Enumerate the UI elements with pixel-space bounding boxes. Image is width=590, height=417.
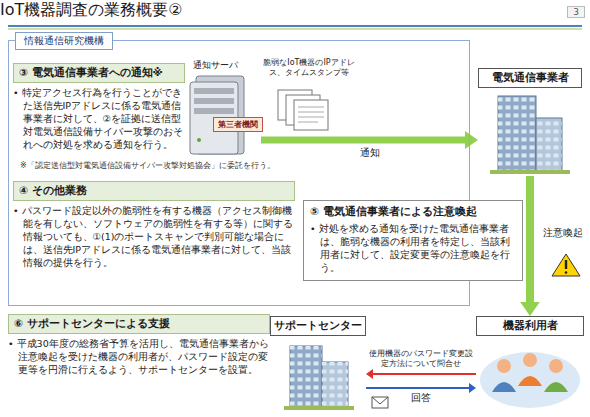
- document-caption: 脆弱なIoT機器のIPアドレス、タイムスタンプ等: [262, 58, 356, 78]
- carrier-building: [536, 118, 562, 172]
- carrier-building: [490, 96, 570, 174]
- connector: [366, 369, 476, 379]
- carrier-building: [536, 118, 562, 172]
- warning-icon: [565, 260, 567, 269]
- warning-icon: [552, 254, 580, 276]
- support-building: [284, 406, 354, 410]
- section-heading: ④ その他業務: [13, 181, 295, 201]
- arrow-head: [469, 383, 476, 393]
- footnote: ※「認定送信型対電気通信設備サイバー攻撃対処協会」に委託を行う。: [20, 160, 460, 171]
- server-icon: [194, 98, 234, 104]
- connector-line: [261, 137, 468, 144]
- connector: [520, 176, 540, 316]
- document-icon: [298, 122, 318, 123]
- envelope-icon: [372, 397, 388, 404]
- support-building: [322, 362, 348, 408]
- task-section: ③ 電気通信事業者への通知※ • 特定アクセス行為を行うことができた送信先IPアド…: [13, 63, 185, 152]
- users-icon: [480, 352, 580, 408]
- section-body: • パスワード設定以外の脆弱性を有する機器（アクセス制御機能を有しない、ソフトウ…: [13, 205, 295, 270]
- envelope-icon: [372, 397, 388, 408]
- users-icon: [480, 352, 580, 408]
- connector-line: [366, 387, 470, 389]
- title-rule: [8, 29, 582, 30]
- server-icon: [190, 76, 244, 154]
- panel-tab: 情報通信研究機構: [15, 32, 113, 50]
- page-number: 3: [567, 6, 585, 18]
- section-body: • 平成30年度の総務省予算を活用し、電気通信事業者から注意喚起を受けた機器の利…: [8, 338, 270, 377]
- users-icon: [549, 359, 563, 373]
- warning-icon: [565, 271, 568, 274]
- entity-label: サポートセンター: [270, 316, 366, 336]
- edge-label: 使用機器のパスワード変更設定方法について問合せ: [366, 349, 476, 369]
- arrow-head: [366, 369, 373, 379]
- section-body: • 対処を求める通知を受けた電気通信事業者は、脆弱な機器の利用者を特定し、当該利…: [310, 223, 516, 275]
- section-heading: ③ 電気通信事業者への通知※: [13, 63, 185, 83]
- carrier-building: [490, 170, 570, 174]
- support-building: [322, 362, 348, 408]
- warning-icon: [552, 254, 580, 276]
- document-icon: [294, 100, 328, 130]
- users-icon: [518, 376, 542, 386]
- task-section: ④ その他業務 • パスワード設定以外の脆弱性を有する機器（アクセス制御機能を有し…: [13, 181, 295, 270]
- tag-label: 第三者機関: [216, 119, 260, 130]
- server-icon: [194, 108, 234, 114]
- users-icon: [544, 382, 568, 392]
- carrier-node: 電気通信事業者: [478, 68, 582, 176]
- edge-label: 回答: [410, 392, 432, 405]
- title-rule: [8, 25, 582, 27]
- section-heading: ⑥ サポートセンターによる支援: [8, 314, 270, 334]
- section-body: • 特定アクセス行為を行うことができた送信先IPアドレスに係る電気通信事業者に対…: [13, 87, 185, 152]
- carrier-building: [498, 96, 536, 172]
- title-rule: [8, 26, 582, 29]
- user-node: 機器利用者: [476, 316, 584, 412]
- entity-label: 機器利用者: [476, 316, 584, 336]
- support-building: [290, 346, 322, 408]
- document-icon: [298, 107, 324, 108]
- connector-line: [372, 373, 476, 375]
- section-heading: ⑤ 電気通信事業者による注意喚起: [310, 205, 516, 219]
- carrier-building: [498, 96, 536, 172]
- server-label: 通知サーバ: [189, 59, 261, 72]
- connector-line: [526, 176, 534, 305]
- server-icon: [197, 138, 201, 142]
- document-icon: [298, 117, 324, 118]
- edge-label: 注意喚起: [542, 227, 584, 240]
- support-building: [290, 346, 322, 408]
- users-icon: [523, 353, 537, 367]
- task-section: ⑥ サポートセンターによる支援 • 平成30年度の総務省予算を活用し、電気通信事業…: [8, 314, 270, 377]
- document-icon: [278, 90, 328, 130]
- users-icon: [492, 382, 516, 392]
- server-node: 通知サーバ第三者機関: [189, 59, 261, 159]
- task-box: ⑤ 電気通信事業者による注意喚起 • 対処を求める通知を受けた電気通信事業者は、脆…: [303, 200, 523, 281]
- title: IoT機器調査の業務概要②: [0, 0, 590, 21]
- arrow-head: [465, 131, 478, 149]
- document-icon: [298, 112, 324, 113]
- third-party-tag: 第三者機関: [213, 117, 263, 132]
- arrow-head: [520, 302, 540, 316]
- support-building: [284, 346, 354, 410]
- edge-label: 通知: [359, 147, 381, 160]
- server-icon: [194, 88, 234, 94]
- users-icon: [497, 359, 511, 373]
- envelope-icon: [372, 397, 388, 408]
- support-node: サポートセンター: [270, 316, 366, 412]
- entity-label: 電気通信事業者: [478, 68, 582, 88]
